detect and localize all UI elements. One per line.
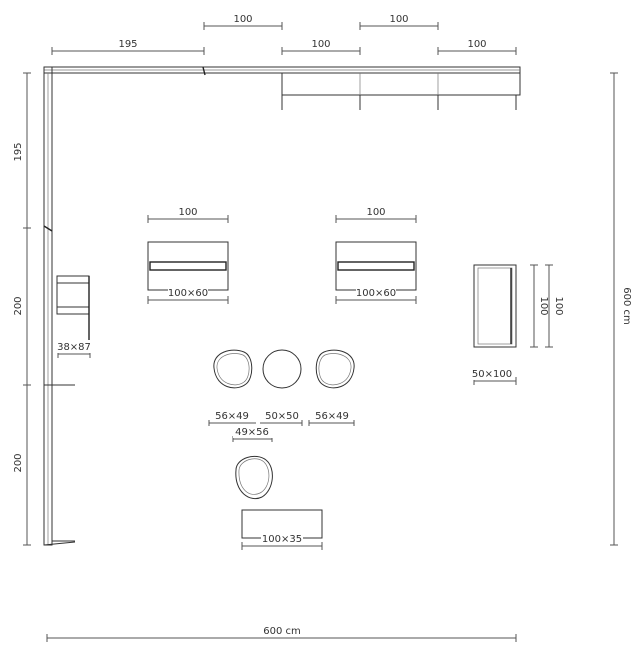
cabinet-depth-2: 100 (553, 296, 564, 315)
stool-size: 50×50 (265, 411, 299, 422)
dim-lower-2: 100 (467, 39, 486, 50)
bench: 100×35 (241, 509, 323, 550)
table-1-size: 100×60 (168, 288, 208, 299)
bottom-dimension: 600 cm (46, 626, 517, 642)
table-1-width: 100 (178, 207, 197, 218)
chair-bottom (235, 455, 273, 499)
dim-right-total: 600 cm (621, 287, 632, 325)
top-dimensions: 195 100 100 100 100 (51, 14, 517, 55)
right-dimension: 600 cm (610, 72, 632, 546)
left-dimensions: 195 200 200 (12, 72, 31, 546)
chair-left-size: 56×49 (215, 411, 249, 422)
stool: 50×50 (260, 349, 303, 426)
dim-lower-1: 100 (311, 39, 330, 50)
dim-upper-1: 100 (233, 14, 252, 25)
wall-shelf: 38×87 (56, 275, 91, 358)
cabinet-size: 50×100 (472, 369, 512, 380)
table-1: 100 100×60 (147, 207, 229, 304)
table-2-width: 100 (366, 207, 385, 218)
chairs-group-size: 49×56 (235, 427, 269, 438)
dim-wall-left: 195 (118, 39, 137, 50)
cabinet-depth-1: 100 (538, 296, 549, 315)
dim-left-1: 195 (13, 142, 24, 161)
shelf-size: 38×87 (57, 342, 91, 353)
walls (43, 66, 521, 546)
bench-size: 100×35 (262, 534, 302, 545)
chair-left: 56×49 (208, 349, 256, 426)
chairs-group-dimension: 49×56 (232, 426, 273, 442)
dim-left-2: 200 (13, 296, 24, 315)
table-2-size: 100×60 (356, 288, 396, 299)
dim-bottom-total: 600 cm (263, 626, 301, 637)
table-2: 100 100×60 (335, 207, 417, 304)
cabinet: 100 100 50×100 (472, 264, 564, 385)
chair-right-size: 56×49 (315, 411, 349, 422)
chair-right: 56×49 (308, 349, 355, 426)
dim-upper-2: 100 (389, 14, 408, 25)
dim-left-3: 200 (13, 453, 24, 472)
